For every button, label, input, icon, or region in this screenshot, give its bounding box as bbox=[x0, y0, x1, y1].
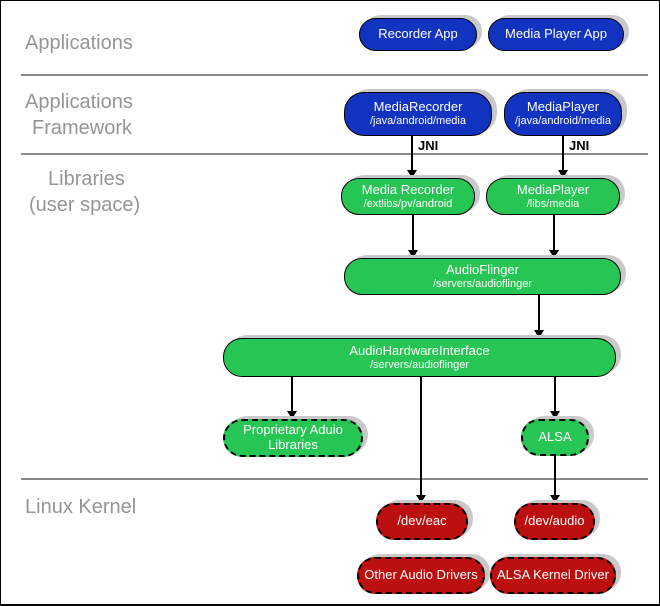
node-mediaplayer-framework: MediaPlayer /java/android/media bbox=[504, 92, 622, 136]
node-label: AudioFlinger bbox=[446, 261, 519, 277]
node-label: AudioHardwareInterface bbox=[349, 342, 490, 358]
node-label: /dev/audio bbox=[524, 513, 585, 529]
node-alsa: ALSA bbox=[521, 419, 589, 456]
node-path: /java/android/media bbox=[369, 115, 466, 128]
node-label: ALSA Kernel Driver bbox=[497, 567, 609, 583]
divider-framework-libraries bbox=[21, 153, 648, 155]
node-label: Media Recorder bbox=[361, 181, 455, 197]
layer-label-applications: Applications bbox=[25, 32, 133, 54]
node-proprietary-audio-libraries: Proprietary Aduio Libraries bbox=[223, 419, 363, 457]
node-label: Proprietary Aduio Libraries bbox=[243, 422, 343, 452]
node-path: /extlibs/pv/android bbox=[363, 197, 453, 210]
node-label: Recorder App bbox=[378, 26, 458, 42]
node-label: /dev/eac bbox=[397, 513, 447, 529]
node-path: /java/android/media bbox=[514, 115, 611, 128]
divider-applications-framework bbox=[21, 74, 648, 76]
jni-label-right: JNI bbox=[569, 138, 590, 153]
node-media-player-app: Media Player App bbox=[488, 18, 624, 51]
node-label: ALSA bbox=[538, 429, 572, 445]
layer-label-linux-kernel: Linux Kernel bbox=[25, 496, 137, 518]
node-label: MediaPlayer bbox=[516, 181, 590, 197]
node-label: MediaRecorder bbox=[373, 99, 463, 115]
node-path: /servers/audioflinger bbox=[432, 277, 533, 290]
node-other-audio-drivers: Other Audio Drivers bbox=[357, 557, 485, 594]
node-recorder-app: Recorder App bbox=[359, 18, 477, 51]
layer-label-libraries-line1: Libraries bbox=[48, 168, 125, 190]
node-path: /servers/audioflinger bbox=[369, 358, 470, 371]
node-label: Media Player App bbox=[505, 26, 607, 42]
node-media-recorder-lib: Media Recorder /extlibs/pv/android bbox=[341, 178, 475, 215]
node-alsa-kernel-driver: ALSA Kernel Driver bbox=[490, 557, 616, 594]
node-audioflinger: AudioFlinger /servers/audioflinger bbox=[344, 258, 621, 295]
layer-label-libraries-line2: (user space) bbox=[29, 194, 141, 216]
node-path: /libs/media bbox=[526, 197, 580, 210]
node-mediarecorder-framework: MediaRecorder /java/android/media bbox=[344, 92, 492, 136]
node-label: Other Audio Drivers bbox=[364, 567, 478, 583]
layer-label-framework-line1: Applications bbox=[25, 91, 133, 113]
divider-libraries-kernel bbox=[21, 478, 648, 480]
node-label: MediaPlayer bbox=[526, 99, 600, 115]
node-audiohardwareinterface: AudioHardwareInterface /servers/audiofli… bbox=[223, 338, 616, 377]
layer-label-framework-line2: Framework bbox=[32, 117, 133, 139]
node-mediaplayer-lib: MediaPlayer /libs/media bbox=[486, 178, 620, 215]
node-dev-eac: /dev/eac bbox=[376, 503, 468, 540]
node-dev-audio: /dev/audio bbox=[514, 503, 595, 540]
jni-label-left: JNI bbox=[418, 138, 439, 153]
